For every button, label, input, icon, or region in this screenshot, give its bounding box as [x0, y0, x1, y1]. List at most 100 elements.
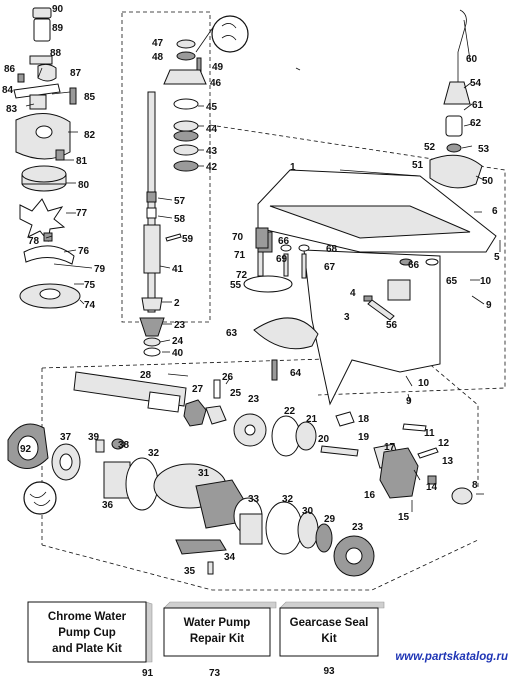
callout-45: 45 [206, 102, 218, 113]
callout-77: 77 [76, 208, 88, 219]
kit-box-water-pump: Water Pump Repair Kit 73 [163, 601, 277, 679]
callout-6: 6 [492, 206, 498, 217]
gearcase-housing [257, 169, 497, 406]
callout-65: 65 [446, 276, 458, 287]
callout-23: 23 [174, 320, 186, 331]
kit-title-line-1: Water Pump [184, 617, 251, 629]
callout-56: 56 [386, 320, 398, 331]
callout-37: 37 [60, 432, 72, 443]
callout-17: 17 [384, 442, 396, 453]
callout-21: 21 [306, 414, 318, 425]
callout-24: 24 [172, 336, 184, 347]
callout-75: 75 [84, 280, 96, 291]
callout-10b: 10 [418, 378, 430, 389]
callout-30: 30 [302, 506, 314, 517]
callout-20: 20 [318, 434, 330, 445]
callout-83: 83 [6, 104, 18, 115]
callout-22: 22 [284, 406, 296, 417]
callout-92: 92 [20, 444, 32, 455]
callout-28: 28 [140, 370, 152, 381]
callout-33: 33 [248, 494, 260, 505]
leader-lines [25, 19, 501, 512]
kit-title-line-2: Pump Cup [58, 627, 116, 639]
callout-76: 76 [78, 246, 90, 257]
callout-49: 49 [212, 62, 224, 73]
callout-39: 39 [88, 432, 100, 443]
kit-number-91: 91 [142, 668, 154, 679]
kit-title-line-1: Gearcase Seal [290, 617, 369, 629]
callout-67: 67 [324, 262, 336, 273]
callout-23c: 23 [352, 522, 364, 533]
callout-23b: 23 [248, 394, 260, 405]
callout-27: 27 [192, 384, 204, 395]
callout-44: 44 [206, 124, 218, 135]
callout-35: 35 [184, 566, 196, 577]
callout-80: 80 [78, 180, 90, 191]
callout-64: 64 [290, 368, 302, 379]
callout-58: 58 [174, 214, 186, 225]
callout-5: 5 [494, 252, 500, 263]
callout-85: 85 [84, 92, 96, 103]
callout-9b: 9 [406, 396, 412, 407]
callout-36: 36 [102, 500, 114, 511]
callout-41: 41 [172, 264, 184, 275]
callout-8: 8 [472, 480, 478, 491]
callout-50: 50 [482, 176, 494, 187]
callout-46: 46 [210, 78, 222, 89]
group-boundaries [41, 11, 506, 591]
callout-1: 1 [290, 162, 296, 173]
callout-57: 57 [174, 196, 186, 207]
bearing-group [7, 423, 375, 577]
callout-78: 78 [28, 236, 40, 247]
callout-90: 90 [52, 4, 64, 15]
callout-43: 43 [206, 146, 218, 157]
callout-51: 51 [412, 160, 424, 171]
callout-66: 66 [278, 236, 290, 247]
kit-title-line-2: Repair Kit [190, 633, 244, 645]
callout-87: 87 [70, 68, 82, 79]
callout-89: 89 [52, 23, 64, 34]
callout-15: 15 [398, 512, 410, 523]
callout-26: 26 [222, 372, 234, 383]
callout-54: 54 [470, 78, 482, 89]
kit-box-seal: Gearcase Seal Kit 93 [279, 601, 385, 677]
callout-86: 86 [4, 64, 16, 75]
callout-69: 69 [276, 254, 288, 265]
callout-labels: 90 89 88 86 87 84 85 83 82 81 80 77 78 7… [2, 4, 500, 577]
callout-38: 38 [118, 440, 130, 451]
kit-number-93: 93 [323, 666, 335, 677]
callout-79: 79 [94, 264, 106, 275]
kit-title-line-2: Kit [321, 633, 337, 645]
callout-81: 81 [76, 156, 88, 167]
callout-11: 11 [424, 428, 435, 439]
callout-66b: 66 [408, 260, 420, 271]
callout-3: 3 [344, 312, 350, 323]
callout-32: 32 [148, 448, 160, 459]
callout-84: 84 [2, 85, 14, 96]
middle-hardware [243, 227, 439, 381]
callout-13: 13 [442, 456, 454, 467]
callout-88: 88 [50, 48, 62, 59]
shift-linkage [429, 9, 483, 189]
kit-number-73: 73 [209, 668, 221, 679]
callout-25: 25 [230, 388, 242, 399]
callout-18: 18 [358, 414, 370, 425]
callout-68: 68 [326, 244, 338, 255]
callout-4: 4 [350, 288, 356, 299]
callout-62: 62 [470, 118, 482, 129]
callout-14: 14 [426, 482, 438, 493]
callout-71: 71 [234, 250, 246, 261]
callout-48: 48 [152, 52, 164, 63]
callout-53: 53 [478, 144, 490, 155]
callout-72: 72 [236, 270, 248, 281]
watermark: www.partskatalog.ru [395, 651, 508, 663]
callout-52: 52 [424, 142, 436, 153]
callout-42: 42 [206, 162, 218, 173]
callout-34: 34 [224, 552, 236, 563]
kit-title-line-3: and Plate Kit [52, 643, 122, 655]
callout-19: 19 [358, 432, 370, 443]
callout-74: 74 [84, 300, 96, 311]
callout-31: 31 [198, 468, 210, 479]
callout-40: 40 [172, 348, 184, 359]
